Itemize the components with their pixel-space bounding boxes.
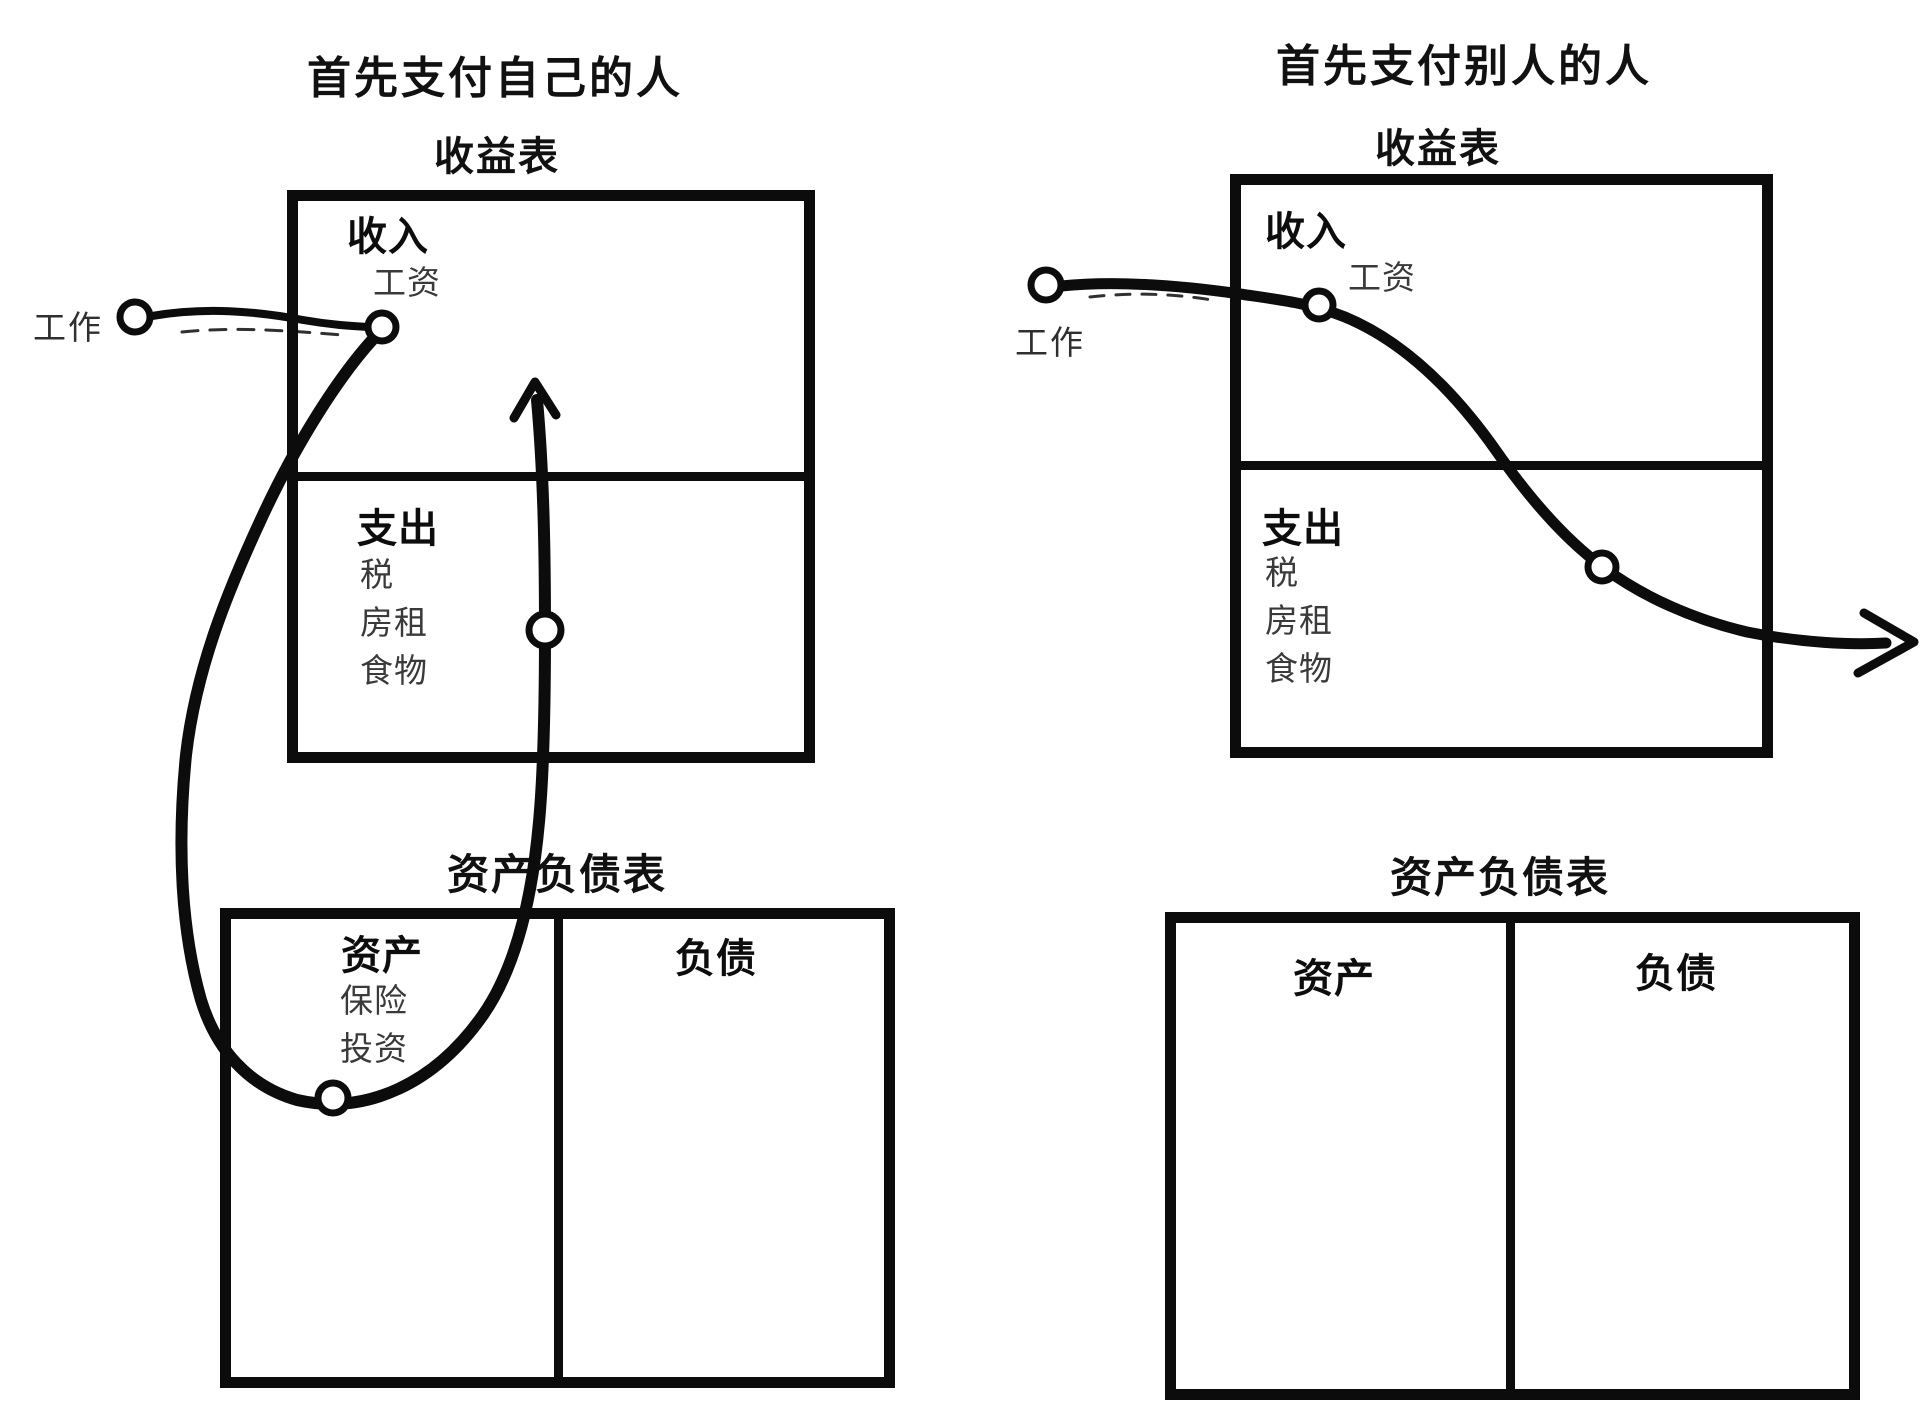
right-balance-sheet-label: 资产负债表 xyxy=(1389,854,1611,901)
right-income-statement-label: 收益表 xyxy=(1375,127,1501,171)
left-panel-title: 首先支付自己的人 xyxy=(307,54,683,103)
left-asset-items: 保险 投资 xyxy=(340,984,408,1080)
left-liabilities-header: 负债 xyxy=(675,937,757,981)
left-income-statement-label: 收益表 xyxy=(434,135,560,179)
left-work-label: 工作 xyxy=(33,309,103,346)
right-assets-header: 资产 xyxy=(1293,957,1375,1001)
left-expense-header: 支出 xyxy=(357,507,439,551)
right-income-header: 收入 xyxy=(1265,210,1347,254)
right-expense-items: 税 房租 食物 xyxy=(1265,556,1333,700)
left-assets-header: 资产 xyxy=(341,934,423,978)
right-expense-item-tax: 税 xyxy=(1265,554,1299,591)
left-income-header: 收入 xyxy=(347,215,429,259)
left-asset-item-insurance: 保险 xyxy=(340,982,408,1019)
right-exit-arrowhead-icon xyxy=(1853,608,1919,678)
left-income-expense-divider xyxy=(287,472,815,481)
left-assets-liabilities-divider xyxy=(554,908,563,1388)
left-expense-item-tax: 税 xyxy=(360,556,394,593)
right-liabilities-header: 负债 xyxy=(1635,952,1717,996)
right-income-expense-divider xyxy=(1230,461,1773,470)
right-expense-item-food: 食物 xyxy=(1265,650,1333,687)
left-asset-item-investment: 投资 xyxy=(340,1030,408,1067)
right-assets-liabilities-divider xyxy=(1506,912,1515,1400)
left-expense-item-rent: 房租 xyxy=(360,604,428,641)
left-expense-items: 税 房租 食物 xyxy=(360,558,428,702)
right-income-item-salary: 工资 xyxy=(1348,259,1416,296)
left-work-node-circle xyxy=(116,298,154,336)
right-expense-item-rent: 房租 xyxy=(1265,602,1333,639)
right-sketch-underline xyxy=(1088,292,1214,302)
left-expense-item-food: 食物 xyxy=(360,652,428,689)
right-work-node-circle xyxy=(1027,266,1065,304)
left-balance-sheet-label: 资产负债表 xyxy=(446,851,668,898)
right-work-label: 工作 xyxy=(1015,324,1085,361)
right-panel-title: 首先支付别人的人 xyxy=(1276,42,1652,91)
right-expense-header: 支出 xyxy=(1262,507,1344,551)
left-income-item-salary: 工资 xyxy=(373,264,441,301)
